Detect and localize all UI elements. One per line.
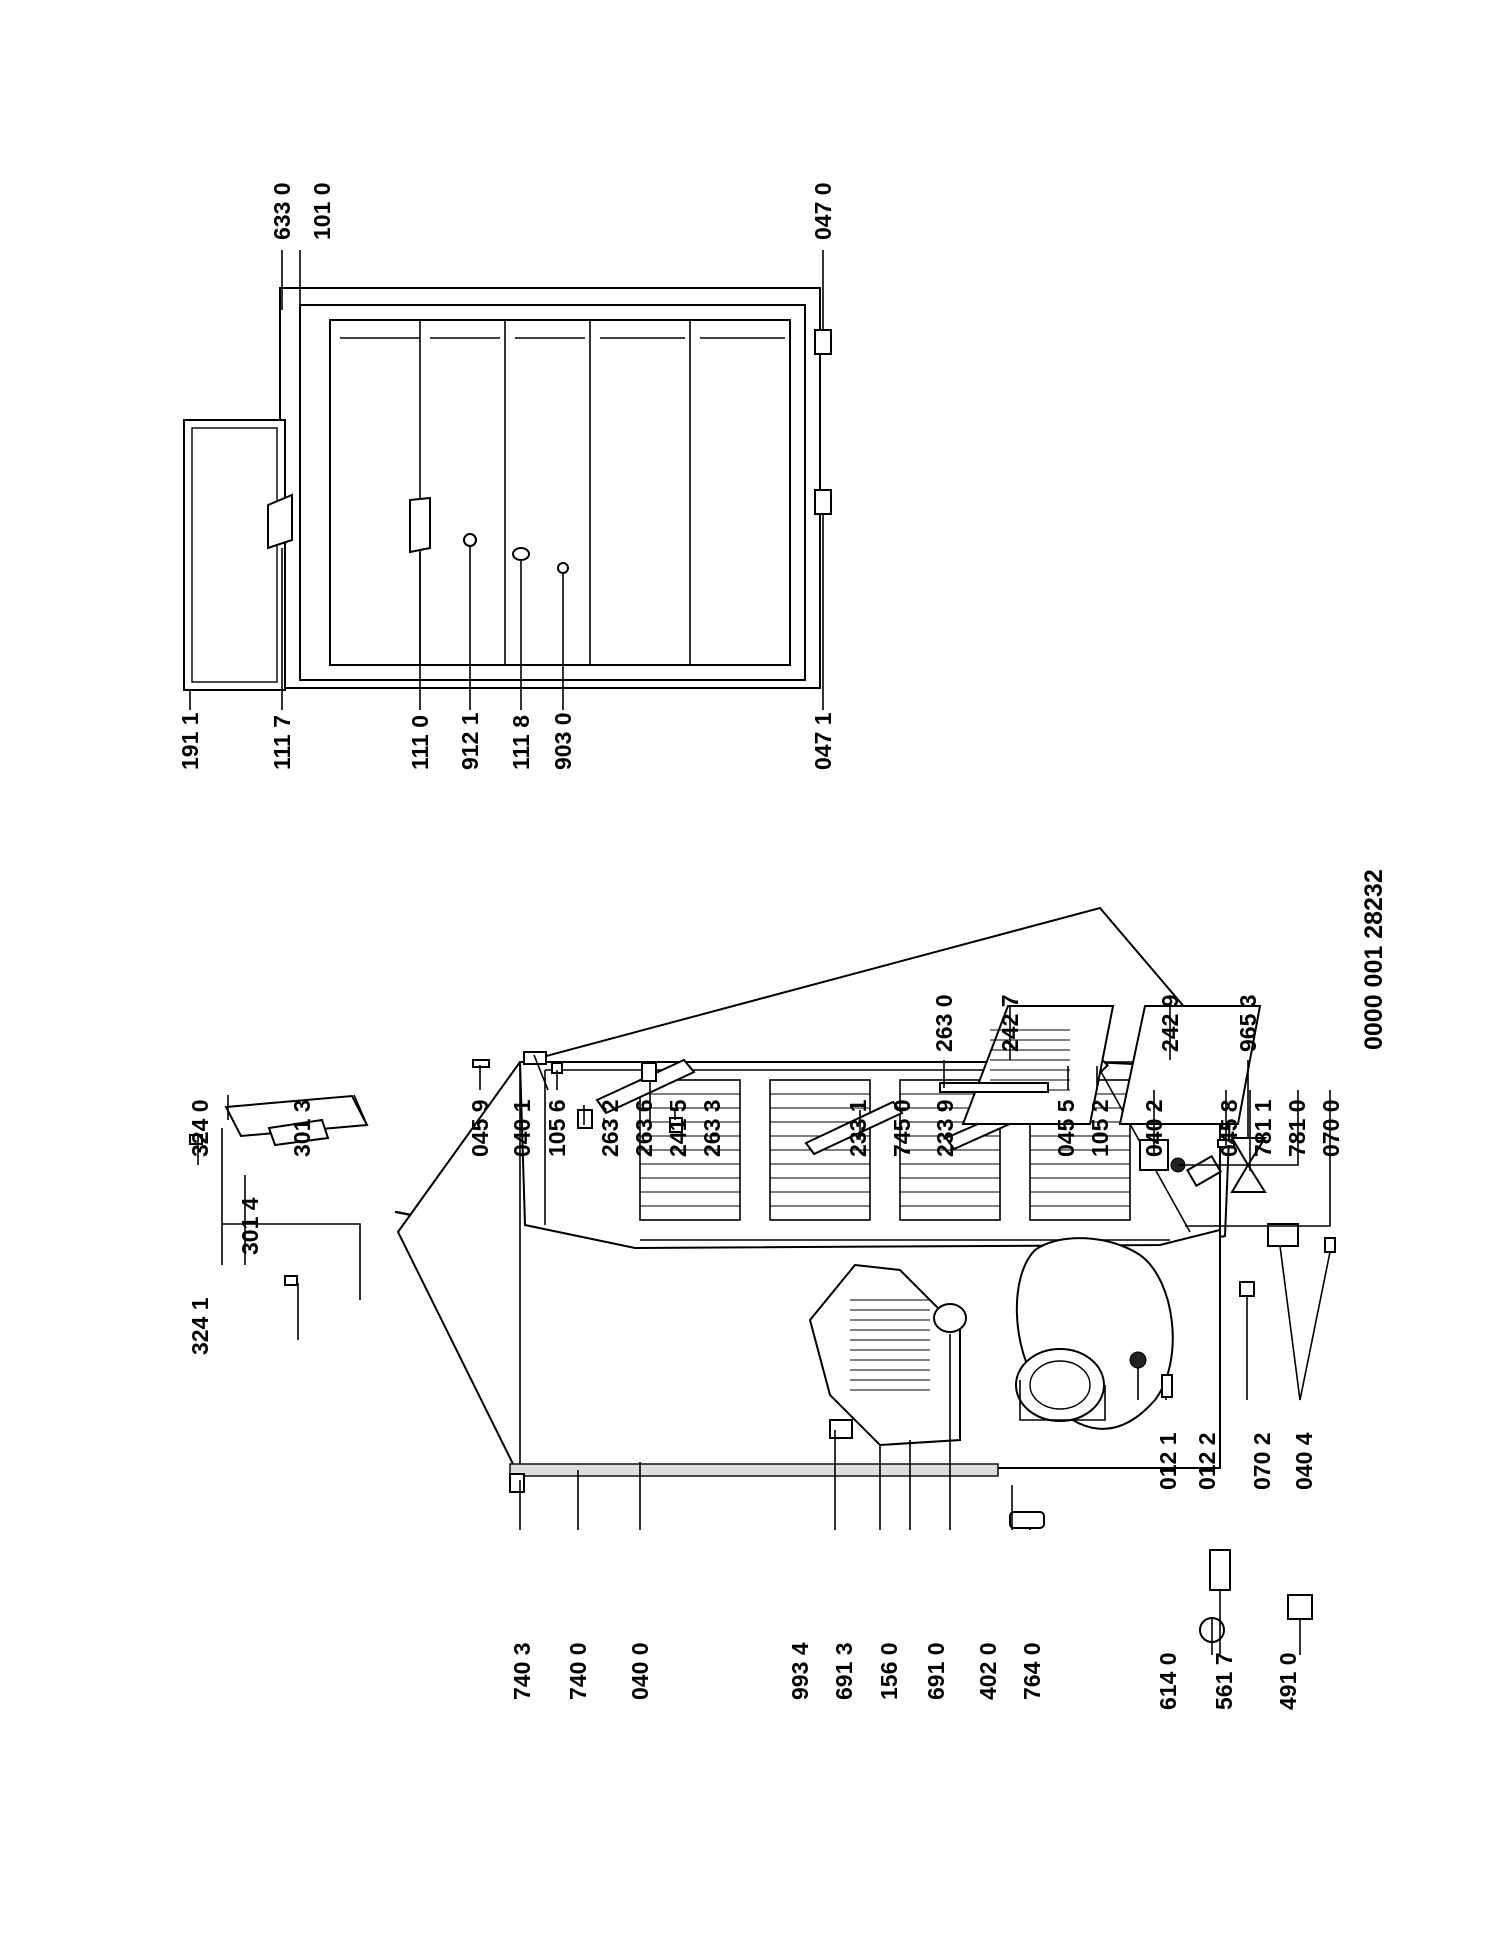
label-301-3: 301 3: [289, 1099, 315, 1157]
label-993-4: 993 4: [787, 1642, 813, 1700]
label-740-0: 740 0: [565, 1642, 591, 1700]
label-012-1: 012 1: [1155, 1432, 1181, 1490]
part-491-0: [1287, 1594, 1313, 1620]
part-561-7: [1209, 1549, 1231, 1591]
label-045-8: 045 8: [1216, 1099, 1242, 1157]
label-402-0: 402 0: [975, 1642, 1001, 1700]
label-691-0: 691 0: [923, 1642, 949, 1700]
label-781-1: 781 1: [1250, 1099, 1276, 1157]
label-040-1: 040 1: [509, 1099, 535, 1157]
label-764-0: 764 0: [1019, 1642, 1045, 1700]
clip-263-6: [669, 1117, 683, 1133]
thermostat-knob-691-0: [933, 1303, 967, 1333]
part-903-0: [557, 562, 569, 574]
door-assembly: [183, 287, 832, 691]
label-614-0: 614 0: [1155, 1652, 1181, 1710]
label-040-4: 040 4: [1291, 1432, 1317, 1490]
label-233-9: 233 9: [932, 1099, 958, 1157]
shelf-rail-233-1: [804, 1100, 904, 1156]
label-111-8: 111 8: [508, 715, 534, 770]
side-rail: [509, 1463, 999, 1477]
label-191-1: 191 1: [177, 712, 203, 770]
drawing-code: 0000 001 28232: [1360, 869, 1388, 1050]
label-111-7: 111 7: [269, 715, 295, 770]
part-012-2: [1161, 1374, 1173, 1398]
label-263-2: 263 2: [597, 1099, 623, 1157]
label-324-1: 324 1: [187, 1297, 213, 1355]
label-242-9: 242 9: [1157, 994, 1183, 1052]
label-012-2: 012 2: [1194, 1432, 1220, 1490]
label-324-0: 324 0: [187, 1099, 213, 1157]
part-324-1: [284, 1275, 298, 1286]
label-263-6: 263 6: [631, 1099, 657, 1157]
label-241-5: 241 5: [665, 1099, 691, 1157]
label-965-3: 965 3: [1235, 994, 1261, 1052]
label-101-0: 101 0: [309, 182, 335, 240]
label-047-0: 047 0: [810, 182, 836, 240]
label-111-0: 111 0: [407, 715, 433, 770]
label-740-3: 740 3: [509, 1642, 535, 1700]
label-105-6: 105 6: [544, 1099, 570, 1157]
screw-045-9: [472, 1059, 490, 1068]
label-633-0: 633 0: [269, 182, 295, 240]
handle-111-7: [267, 493, 293, 550]
label-047-1: 047 1: [810, 712, 836, 770]
handle-111-0: [409, 496, 431, 554]
label-745-0: 745 0: [889, 1099, 915, 1157]
worktop-trim-301-3: [267, 1118, 330, 1147]
part-740-3: [509, 1473, 525, 1493]
label-040-2: 040 2: [1141, 1099, 1167, 1157]
label-561-7: 561 7: [1211, 1652, 1237, 1710]
hinge-047-0: [814, 329, 832, 355]
label-040-0: 040 0: [627, 1642, 653, 1700]
label-156-0: 156 0: [876, 1642, 902, 1700]
part-040-4: [1267, 1223, 1299, 1247]
bar-263-0: [939, 1082, 1049, 1093]
leader-lines: [189, 250, 1331, 1655]
label-491-0: 491 0: [1275, 1652, 1301, 1710]
label-301-4: 301 4: [237, 1197, 263, 1255]
part-324-0: [189, 1134, 203, 1145]
drawer-242-9: [1118, 1005, 1262, 1125]
label-070-2: 070 2: [1249, 1432, 1275, 1490]
label-105-2: 105 2: [1087, 1099, 1113, 1157]
label-045-9: 045 9: [467, 1099, 493, 1157]
hinge-047-1: [814, 489, 832, 515]
door-liner: [329, 319, 791, 666]
part-070-2: [1239, 1281, 1255, 1297]
label-691-3: 691 3: [831, 1642, 857, 1700]
part-781-1: [1186, 1154, 1222, 1188]
label-263-3: 263 3: [699, 1099, 725, 1157]
label-263-0: 263 0: [931, 994, 957, 1052]
label-903-0: 903 0: [550, 712, 576, 770]
grommet-012-1: [1129, 1351, 1147, 1369]
dryer-filter: [1009, 1511, 1045, 1529]
label-242-7: 242 7: [997, 994, 1023, 1052]
drawers: [939, 1005, 1267, 1193]
part-labels: 324 0 301 3 301 4 324 1 045 9 040 1 105 …: [177, 182, 1388, 1710]
cabinet-loose-parts: [189, 1053, 1336, 1643]
label-912-1: 912 1: [457, 712, 483, 770]
label-045-5: 045 5: [1053, 1099, 1079, 1157]
label-781-0: 781 0: [1284, 1099, 1310, 1157]
label-233-1: 233 1: [845, 1099, 871, 1157]
clip-263-2: [577, 1109, 593, 1129]
label-070-0: 070 0: [1318, 1099, 1344, 1157]
part-111-8: [512, 547, 530, 561]
part-912-1: [463, 533, 477, 547]
cabinet-assembly: [394, 906, 1234, 1529]
clip-263-3: [641, 1062, 657, 1082]
